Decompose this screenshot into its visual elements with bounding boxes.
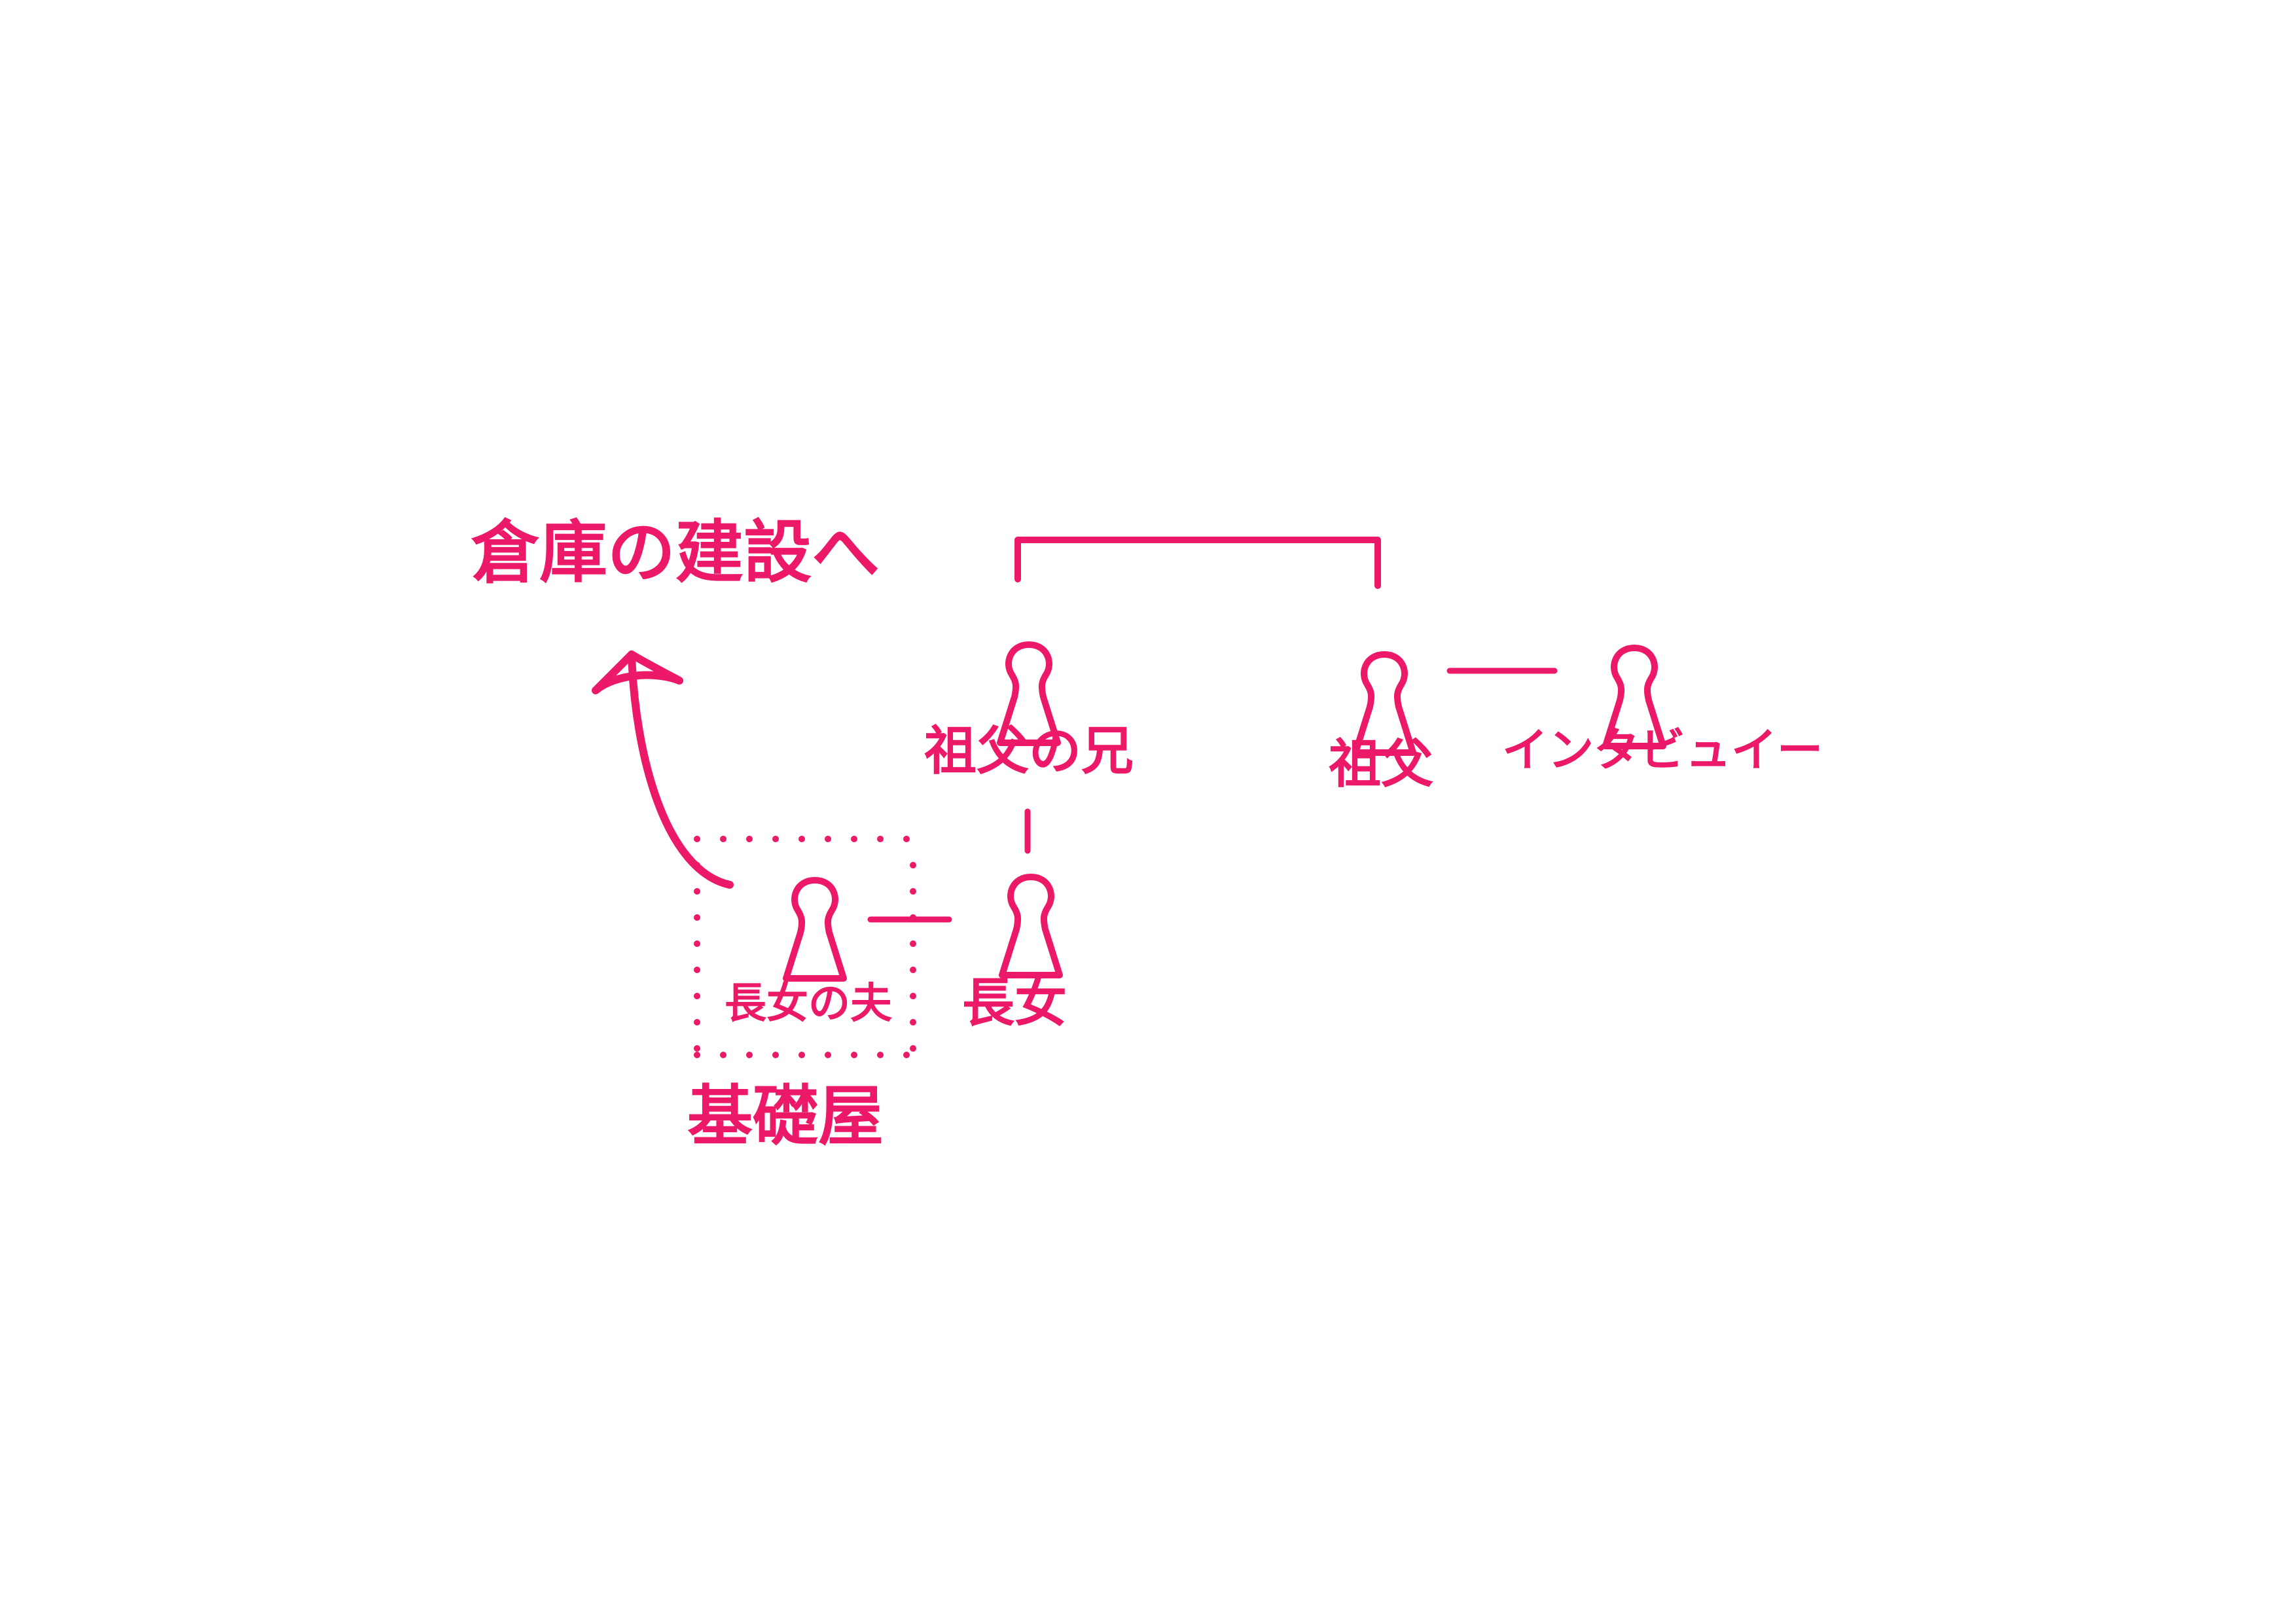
- dotted-box-dot: [877, 836, 884, 842]
- person-icon: [997, 641, 1061, 746]
- dotted-box-dot: [694, 1019, 700, 1026]
- dotted-box-dot: [694, 940, 700, 947]
- label-grandfather-brother: 祖父の兄: [924, 721, 1134, 781]
- sibling-bracket: [1014, 537, 1381, 589]
- label-eldest-daughter-husband: 長女の夫: [725, 980, 893, 1028]
- dotted-box-dot: [798, 1052, 805, 1058]
- dotted-box-dot: [798, 836, 805, 842]
- dotted-box-dot: [910, 993, 916, 999]
- dotted-box-dot: [694, 862, 700, 868]
- label-interviewee: インタビュイー: [1502, 723, 1823, 777]
- dotted-box-dot: [851, 1052, 857, 1058]
- dotted-box-dot: [694, 914, 700, 921]
- person-icon: [1352, 651, 1416, 756]
- person-icon: [783, 877, 847, 982]
- person-icon: [999, 874, 1063, 978]
- dotted-box-dot: [694, 836, 700, 842]
- dotted-box-dot: [910, 1045, 916, 1052]
- annotation-warehouse-construction: 倉庫の建設へ: [471, 512, 880, 592]
- dotted-box-dot: [772, 1052, 779, 1058]
- dotted-box-dot: [903, 836, 910, 842]
- label-foundation: 基礎屋: [687, 1078, 884, 1154]
- label-grandfather: 祖父: [1329, 734, 1433, 794]
- dotted-box-dot: [910, 914, 916, 921]
- dotted-box-dot: [903, 1052, 910, 1058]
- foundation-dotted-box: [694, 836, 916, 1058]
- dotted-box-dot: [694, 1052, 700, 1058]
- dotted-box-dot: [694, 967, 700, 973]
- person-icon: [1602, 645, 1666, 749]
- dotted-box-dot: [910, 888, 916, 895]
- label-eldest-daughter: 長女: [962, 972, 1067, 1033]
- dotted-box-dot: [910, 862, 916, 868]
- dotted-box-dot: [825, 836, 831, 842]
- dotted-box-dot: [910, 1019, 916, 1026]
- dotted-box-dot: [851, 836, 857, 842]
- dotted-box-dot: [910, 940, 916, 947]
- dotted-box-dot: [910, 967, 916, 973]
- dotted-box-dot: [772, 836, 779, 842]
- dotted-box-dot: [694, 1045, 700, 1052]
- dotted-box-dot: [877, 1052, 884, 1058]
- dotted-box-dot: [694, 888, 700, 895]
- dotted-box-dot: [720, 1052, 726, 1058]
- dotted-box-dot: [746, 1052, 753, 1058]
- dotted-box-dot: [694, 993, 700, 999]
- dotted-box-dot: [720, 836, 726, 842]
- dotted-box-dot: [825, 1052, 831, 1058]
- arrow-to-annotation: [592, 651, 734, 889]
- dotted-box-dot: [746, 836, 753, 842]
